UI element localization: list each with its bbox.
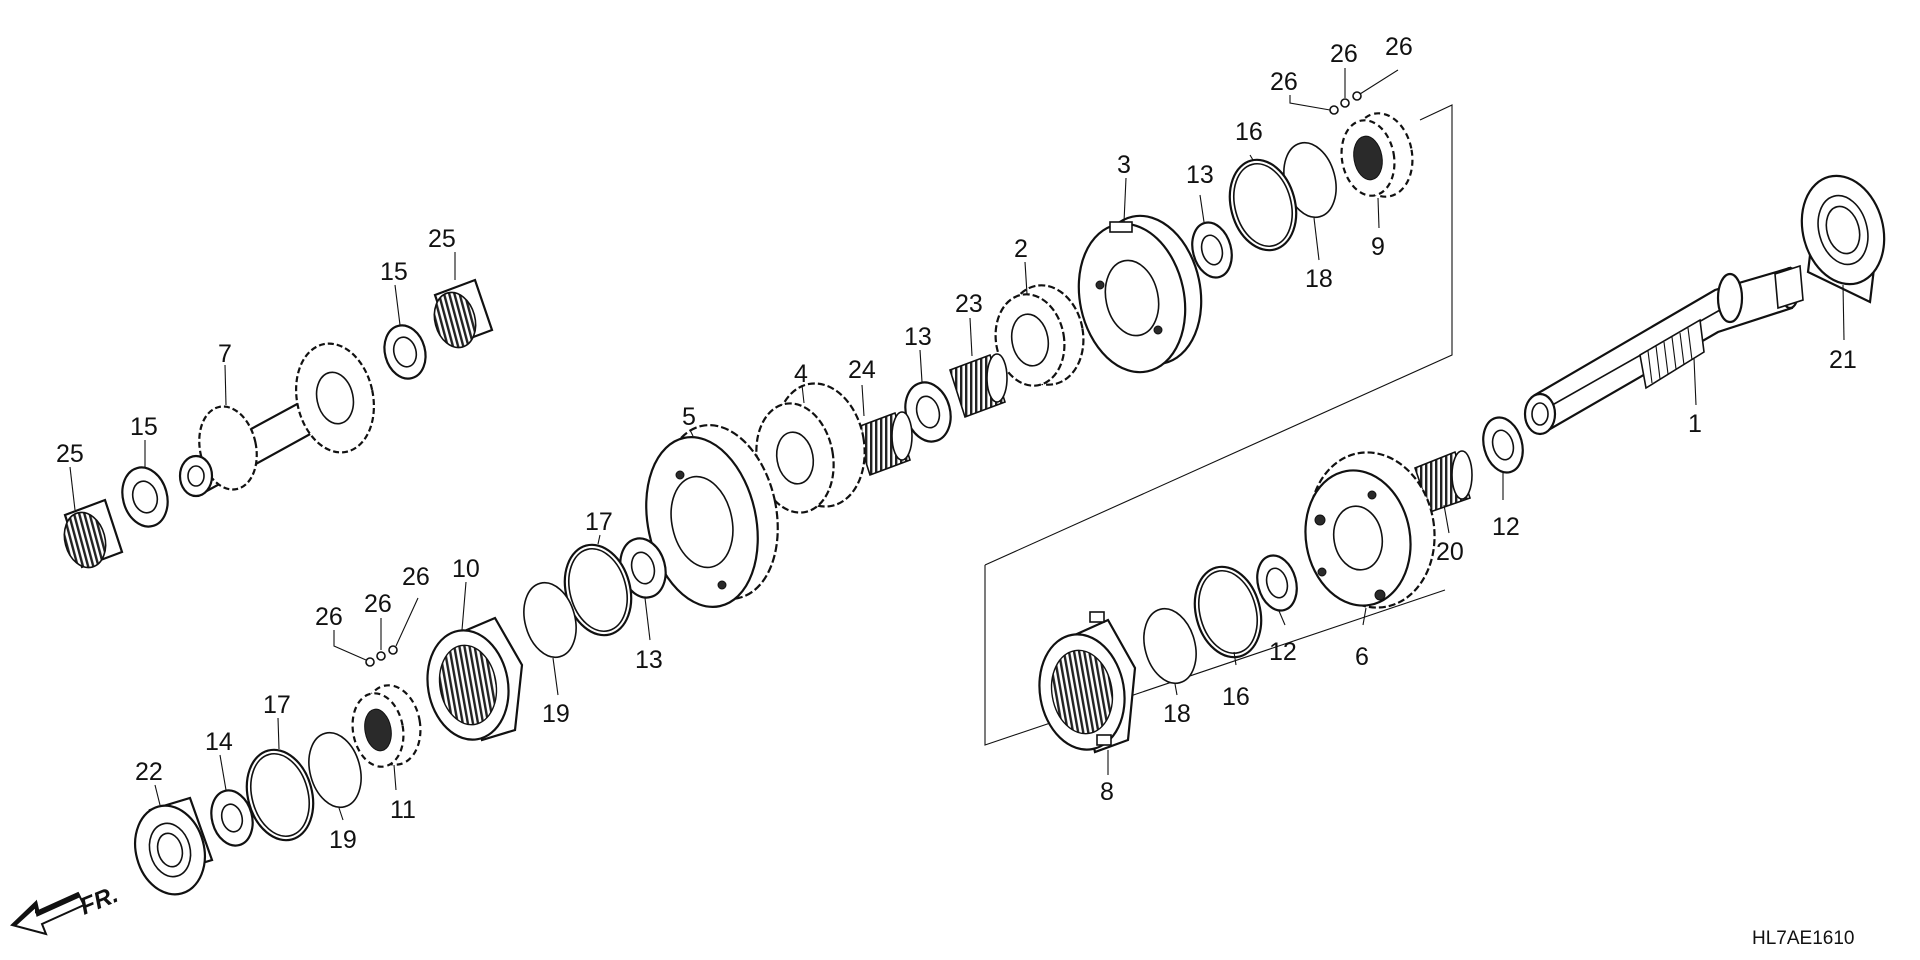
ball-bearing[interactable] <box>1790 167 1896 304</box>
circlip[interactable] <box>301 727 369 813</box>
part-label: 18 <box>1163 700 1191 728</box>
ball[interactable] <box>365 657 375 667</box>
washer[interactable] <box>614 533 672 602</box>
part-label: 26 <box>364 590 392 618</box>
gear-hub[interactable] <box>1066 206 1215 382</box>
ball[interactable] <box>1352 91 1362 101</box>
part-label: 26 <box>1385 33 1413 61</box>
part-label: 3 <box>1117 151 1131 179</box>
washer[interactable] <box>1186 218 1237 282</box>
needle-bearing[interactable] <box>58 498 124 572</box>
part-label: 19 <box>542 700 570 728</box>
main-shaft[interactable] <box>1523 264 1804 436</box>
gear[interactable] <box>748 376 874 518</box>
part-label: 9 <box>1371 233 1385 261</box>
part-label: 15 <box>130 413 158 441</box>
gear-hub[interactable] <box>1295 442 1447 617</box>
part-label: 25 <box>56 440 84 468</box>
part-labels: 1 2 3 4 5 6 7 8 9 10 11 12 12 13 13 13 1… <box>56 33 1857 854</box>
needle-bearing[interactable] <box>949 353 1008 419</box>
circlip[interactable] <box>1136 603 1204 689</box>
part-label: 17 <box>263 691 291 719</box>
part-label: 19 <box>329 826 357 854</box>
front-label: FR. <box>76 881 122 921</box>
sleeve[interactable] <box>419 616 524 746</box>
part-label: 15 <box>380 258 408 286</box>
part-label: 12 <box>1492 513 1520 541</box>
washer[interactable] <box>1251 551 1302 615</box>
needle-bearing[interactable] <box>1413 450 1473 514</box>
ball[interactable] <box>376 651 386 661</box>
large-gear[interactable] <box>631 414 793 617</box>
part-label: 13 <box>635 646 663 674</box>
part-label: 2 <box>1014 235 1028 263</box>
part-label: 10 <box>452 555 480 583</box>
part-label: 22 <box>135 758 163 786</box>
washer[interactable] <box>116 462 174 531</box>
part-label: 14 <box>205 728 233 756</box>
part-label: 12 <box>1269 638 1297 666</box>
part-label: 23 <box>955 290 983 318</box>
part-label: 26 <box>402 563 430 591</box>
part-label: 17 <box>585 508 613 536</box>
part-label: 6 <box>1355 643 1369 671</box>
part-label: 4 <box>794 360 808 388</box>
countershaft[interactable] <box>178 336 384 498</box>
hub[interactable] <box>347 681 427 771</box>
part-label: 5 <box>682 403 696 431</box>
part-label: 26 <box>1270 68 1298 96</box>
diagram-code: HL7AE1610 <box>1752 928 1854 949</box>
part-label: 25 <box>428 225 456 253</box>
washer[interactable] <box>205 786 258 850</box>
front-direction-indicator: FR. <box>10 881 122 936</box>
part-label: 21 <box>1829 346 1857 374</box>
hub[interactable] <box>1336 108 1419 201</box>
part-label: 18 <box>1305 265 1333 293</box>
ball[interactable] <box>1340 98 1350 108</box>
part-label: 13 <box>1186 161 1214 189</box>
part-label: 8 <box>1100 778 1114 806</box>
part-label: 7 <box>218 340 232 368</box>
gear[interactable] <box>989 279 1092 391</box>
needle-bearing[interactable] <box>428 278 494 352</box>
sleeve[interactable] <box>1031 611 1137 756</box>
snap-ring[interactable] <box>1185 559 1271 664</box>
leader-lines <box>69 68 1845 821</box>
part-label: 11 <box>390 796 416 824</box>
ball-group-lower <box>365 645 398 667</box>
part-label: 1 <box>1688 410 1702 438</box>
washer[interactable] <box>1477 413 1528 477</box>
ball[interactable] <box>1329 105 1339 115</box>
snap-ring[interactable] <box>1220 152 1306 257</box>
part-label: 20 <box>1436 538 1464 566</box>
ball-bearing[interactable] <box>126 796 215 903</box>
part-label: 24 <box>848 356 876 384</box>
part-label: 26 <box>1330 40 1358 68</box>
part-label: 13 <box>904 323 932 351</box>
snap-ring[interactable] <box>555 537 641 642</box>
washer[interactable] <box>379 321 432 384</box>
part-label: 26 <box>315 603 343 631</box>
washer[interactable] <box>899 377 957 446</box>
snap-ring[interactable] <box>237 742 323 847</box>
circlip[interactable] <box>516 577 584 663</box>
part-label: 16 <box>1235 118 1263 146</box>
ball[interactable] <box>388 645 398 655</box>
part-label: 16 <box>1222 683 1250 711</box>
subassembly-bracket <box>984 104 1453 746</box>
